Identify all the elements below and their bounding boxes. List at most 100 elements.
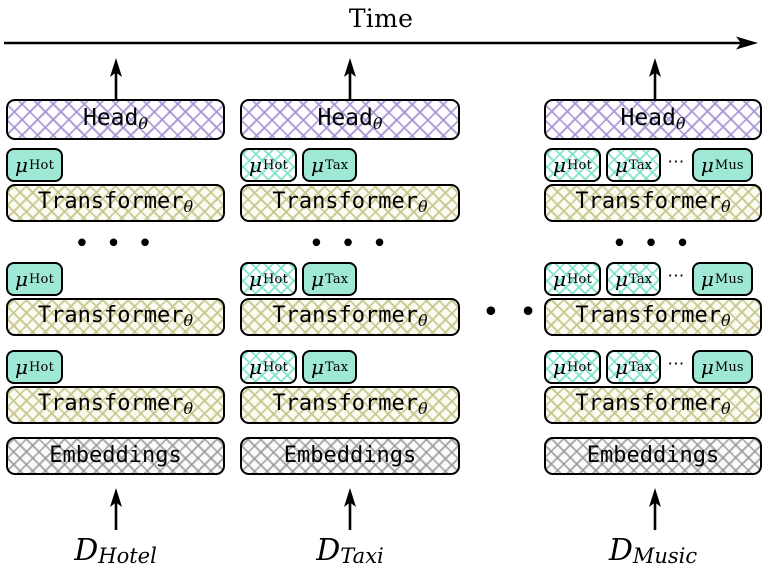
mu-row-ellipsis: ⋯ bbox=[667, 265, 686, 286]
input-arrow-taxi bbox=[339, 488, 361, 530]
theta-subscript: θ bbox=[675, 114, 686, 133]
theta-subscript: θ bbox=[183, 311, 194, 330]
mu-row-ellipsis: ⋯ bbox=[667, 353, 686, 374]
mu-subscript: Hot bbox=[29, 157, 54, 173]
dataset-label-taxi: DTaxi bbox=[240, 533, 460, 568]
mu-symbol: μ bbox=[553, 355, 566, 379]
transformer-label: Transformer bbox=[575, 303, 722, 328]
dataset-prefix: D bbox=[74, 533, 99, 568]
mu-row-ellipsis: ⋯ bbox=[667, 151, 686, 172]
mu-subscript: Tax bbox=[325, 271, 349, 287]
time-axis-arrow bbox=[4, 35, 758, 50]
transformer-block-taxi-bottom: Transformerθ bbox=[240, 386, 460, 424]
mu-symbol: μ bbox=[249, 153, 262, 177]
mu-symbol: μ bbox=[700, 153, 714, 177]
transformer-label: Transformer bbox=[37, 303, 184, 328]
mu-symbol: μ bbox=[615, 267, 628, 291]
embeddings-label: Embeddings bbox=[586, 443, 720, 468]
transformer-label: Transformer bbox=[272, 391, 419, 416]
mu-symbol: μ bbox=[15, 355, 28, 379]
layer-ellipsis-hotel: • • • bbox=[74, 229, 157, 259]
layer-ellipsis-taxi: • • • bbox=[308, 229, 392, 259]
mu-symbol: μ bbox=[311, 355, 324, 379]
head-label: Head bbox=[82, 105, 139, 131]
mu-symbol: μ bbox=[615, 153, 628, 177]
transformer-label: Transformer bbox=[37, 391, 184, 416]
mu-symbol: μ bbox=[700, 355, 714, 379]
mu-symbol: μ bbox=[615, 355, 628, 379]
dataset-label-hotel: DHotel bbox=[6, 533, 225, 568]
output-arrow-music bbox=[644, 58, 666, 100]
mu-subscript: Hot bbox=[29, 359, 54, 375]
mu-symbol: μ bbox=[553, 153, 566, 177]
dataset-label-music: DMusic bbox=[544, 533, 762, 568]
transformer-block-taxi-middle: Transformerθ bbox=[240, 298, 460, 336]
transformer-label: Transformer bbox=[272, 189, 419, 214]
embeddings-label: Embeddings bbox=[49, 443, 182, 468]
mu-subscript: Hot bbox=[29, 271, 54, 287]
head-block-taxi: Headθ bbox=[240, 99, 460, 140]
mu-subscript: Hot bbox=[567, 359, 592, 375]
embeddings-block-taxi: Embeddings bbox=[240, 437, 460, 475]
mu-symbol: μ bbox=[311, 153, 324, 177]
dataset-prefix: D bbox=[608, 533, 633, 568]
theta-subscript: θ bbox=[183, 399, 194, 418]
transformer-block-hotel-top: Transformerθ bbox=[6, 184, 225, 222]
embeddings-label: Embeddings bbox=[283, 443, 417, 468]
mu-symbol: μ bbox=[249, 267, 262, 291]
mu-subscript: Hot bbox=[263, 157, 288, 173]
transformer-label: Transformer bbox=[272, 303, 419, 328]
transformer-block-hotel-bottom: Transformerθ bbox=[6, 386, 225, 424]
input-arrow-hotel bbox=[105, 488, 127, 530]
head-block-hotel: Headθ bbox=[6, 99, 225, 140]
theta-subscript: θ bbox=[372, 114, 383, 133]
layer-ellipsis-music: • • • bbox=[611, 229, 695, 259]
theta-subscript: θ bbox=[721, 311, 731, 330]
transformer-block-hotel-middle: Transformerθ bbox=[6, 298, 225, 336]
mu-subscript: Tax bbox=[629, 359, 653, 375]
mu-subscript: Hot bbox=[263, 271, 288, 287]
mu-subscript: Tax bbox=[325, 157, 349, 173]
dataset-prefix: D bbox=[316, 533, 341, 568]
dataset-subscript: Taxi bbox=[340, 544, 384, 568]
theta-subscript: θ bbox=[183, 197, 194, 216]
theta-subscript: θ bbox=[418, 311, 428, 330]
mu-subscript: Hot bbox=[263, 359, 288, 375]
mu-symbol: μ bbox=[700, 267, 714, 291]
dataset-subscript: Music bbox=[632, 544, 698, 568]
transformer-label: Transformer bbox=[37, 189, 184, 214]
transformer-label: Transformer bbox=[575, 391, 722, 416]
head-block-music: Headθ bbox=[544, 99, 762, 140]
mu-subscript: Tax bbox=[325, 359, 349, 375]
embeddings-block-hotel: Embeddings bbox=[6, 437, 225, 475]
mu-symbol: μ bbox=[15, 267, 28, 291]
transformer-block-taxi-top: Transformerθ bbox=[240, 184, 460, 222]
transformer-block-music-top: Transformerθ bbox=[544, 184, 762, 222]
mu-subscript: Mus bbox=[714, 359, 744, 375]
mu-symbol: μ bbox=[553, 267, 566, 291]
theta-subscript: θ bbox=[721, 197, 731, 216]
